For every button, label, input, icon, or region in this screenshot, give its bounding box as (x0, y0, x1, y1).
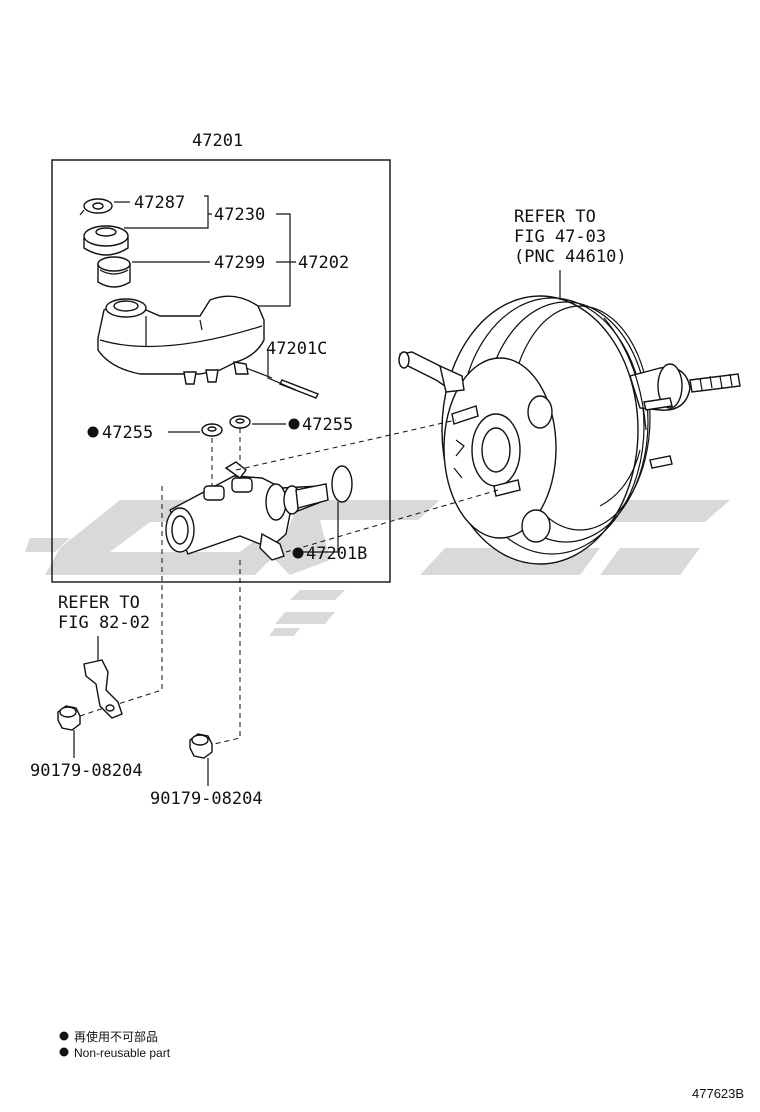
label-47201B: 47201B (306, 544, 367, 564)
refer-booster-line3: (PNC 44610) (514, 247, 627, 267)
legend-english: Non-reusable part (74, 1046, 171, 1060)
label-90179-08204-b: 90179-08204 (150, 789, 263, 809)
label-47201C: 47201C (266, 339, 327, 359)
grommet-left-part (201, 423, 223, 437)
legend-mark-2 (59, 1047, 69, 1057)
reservoir-cap-part (83, 225, 129, 256)
strainer-part (97, 256, 131, 288)
assembly-box (51, 159, 391, 583)
refer-booster-line1: REFER TO (514, 207, 596, 227)
label-47202: 47202 (298, 253, 349, 273)
cap-clip-part (79, 198, 113, 216)
flange-nut-1-part (57, 705, 81, 731)
nonreusable-mark-right (288, 418, 300, 430)
label-47230: 47230 (214, 205, 265, 225)
flange-nut-2-part (189, 733, 213, 759)
label-47299: 47299 (214, 253, 265, 273)
label-47201: 47201 (192, 131, 243, 151)
bracket-part (83, 659, 123, 719)
label-47287: 47287 (134, 193, 185, 213)
figure-code: 477623B (692, 1086, 744, 1101)
label-47255-left: 47255 (102, 423, 153, 443)
legend-mark-1 (59, 1031, 69, 1041)
nonreusable-mark-47201B (292, 547, 304, 559)
label-47255-right: 47255 (302, 415, 353, 435)
refer-bracket-line1: REFER TO (58, 593, 140, 613)
refer-bracket-line2: FIG 82-02 (58, 613, 150, 633)
reservoir-tank-part (97, 295, 265, 385)
label-90179-08204-a: 90179-08204 (30, 761, 143, 781)
brake-booster-part (398, 295, 741, 565)
refer-booster-line2: FIG 47-03 (514, 227, 606, 247)
master-cylinder-part (165, 461, 329, 561)
grommet-right-part (229, 415, 251, 429)
o-ring-part (331, 465, 353, 503)
nonreusable-mark-left (87, 426, 99, 438)
legend-chinese: 再使用不可部品 (74, 1029, 158, 1044)
